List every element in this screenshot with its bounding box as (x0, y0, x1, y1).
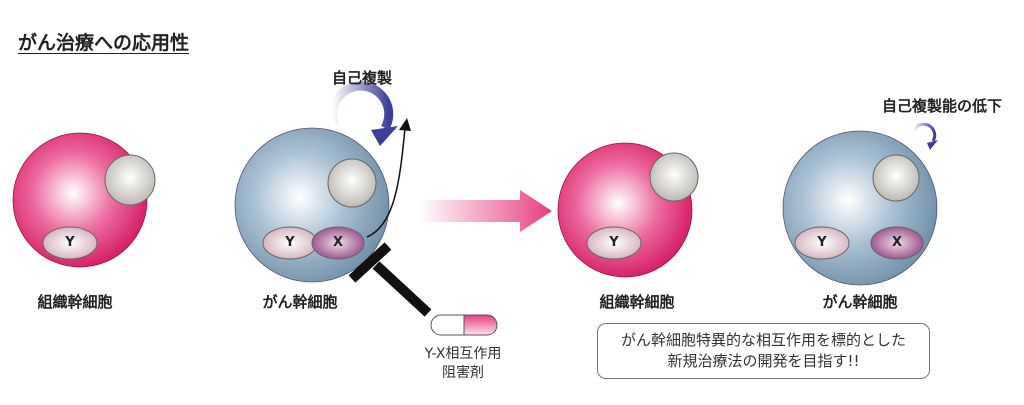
molecule-label: Y (285, 235, 295, 250)
molecule-label: Y (609, 235, 619, 250)
nucleus (104, 154, 156, 206)
molecule-label: Y (817, 235, 827, 250)
goal-message-line2: 新規治療法の開発を目指す!! (667, 352, 860, 370)
molecule-label: X (891, 235, 903, 250)
cancer-stem-cell-2 (782, 130, 938, 286)
molecule-y (794, 226, 850, 260)
page-title: がん治療への応用性 (18, 32, 190, 54)
nucleus (872, 154, 920, 202)
inhibition-bar-icon (348, 242, 432, 317)
goal-message-box: がん幹細胞特異的な相互作用を標的とした 新規治療法の開発を目指す!! (597, 323, 930, 379)
molecule-y (42, 226, 98, 260)
cell-label: 組織幹細胞 (37, 293, 113, 311)
cell-label: 組織幹細胞 (599, 293, 675, 311)
cell-label: がん幹細胞 (822, 293, 898, 311)
molecule-x (870, 226, 924, 260)
reduced-self-renewal-arrow-icon (911, 122, 938, 150)
cancer-stem-cell-1 (234, 127, 390, 283)
self-renewal-label: 自己複製 (331, 69, 393, 87)
molecule-y (586, 226, 642, 260)
inhibitor-label-line2: 阻害剤 (442, 365, 484, 381)
drug-capsule-icon (430, 314, 498, 336)
cell-label: がん幹細胞 (262, 293, 338, 311)
self-renewal-arrow-icon (328, 81, 398, 146)
goal-message-line1: がん幹細胞特異的な相互作用を標的とした (620, 331, 906, 349)
molecule-label: Y (65, 235, 75, 250)
transition-arrow-icon (420, 190, 552, 232)
inhibitor-label-line1: Y-X相互作用 (424, 346, 502, 362)
molecule-label: X (332, 235, 344, 250)
molecule-x (311, 226, 365, 260)
signal-arrow-icon (366, 118, 411, 238)
tissue-stem-cell-1 (12, 132, 156, 268)
tissue-stem-cell-2 (557, 142, 699, 278)
reduced-self-renewal-label: 自己複製能の低下 (881, 97, 1003, 115)
nucleus (327, 158, 377, 208)
nucleus (649, 152, 699, 202)
